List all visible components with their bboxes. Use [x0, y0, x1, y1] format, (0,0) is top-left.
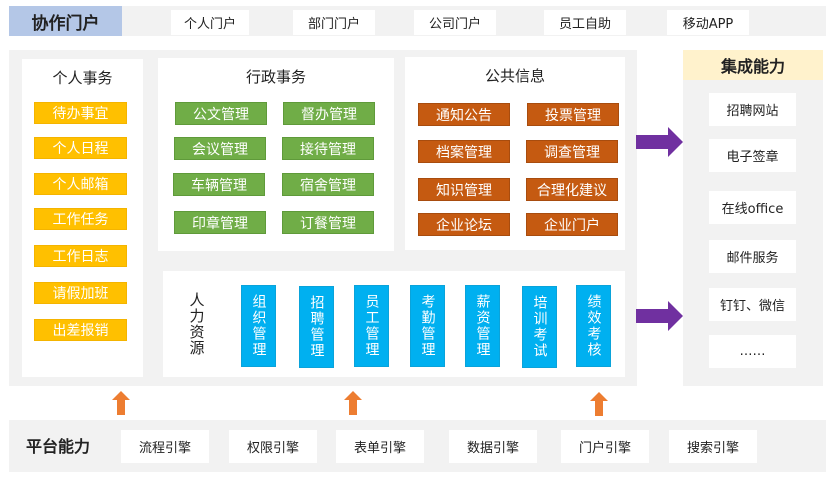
personal-item-travel-expense[interactable]: 出差报销	[34, 319, 127, 341]
admin-item-dormitory[interactable]: 宿舍管理	[282, 173, 374, 196]
hr-item-training-exams[interactable]: 培训考试	[522, 286, 557, 368]
integration-item-e-signature[interactable]: 电子签章	[709, 139, 796, 172]
integration-item-recruiting-site[interactable]: 招聘网站	[709, 93, 796, 126]
integration-item-more[interactable]: ……	[709, 335, 796, 368]
engine-permissions[interactable]: 权限引擎	[229, 430, 317, 463]
public-item-archives[interactable]: 档案管理	[418, 140, 510, 163]
integration-title: 集成能力	[683, 50, 823, 80]
admin-item-seals[interactable]: 印章管理	[174, 211, 266, 234]
integration-item-online-office[interactable]: 在线office	[709, 191, 796, 224]
arrow-right-icon	[636, 127, 684, 157]
hr-item-attendance[interactable]: 考勤管理	[410, 285, 445, 367]
admin-item-catering[interactable]: 订餐管理	[282, 211, 374, 234]
engine-search[interactable]: 搜索引擎	[669, 430, 757, 463]
public-item-notices[interactable]: 通知公告	[418, 103, 510, 126]
tab-department-portal[interactable]: 部门门户	[293, 10, 375, 35]
admin-item-meetings[interactable]: 会议管理	[174, 137, 266, 160]
admin-item-reception[interactable]: 接待管理	[282, 137, 374, 160]
engine-workflow[interactable]: 流程引擎	[121, 430, 209, 463]
personal-item-tasks[interactable]: 工作任务	[34, 208, 127, 230]
tab-mobile-app[interactable]: 移动APP	[667, 10, 749, 35]
hr-item-organization[interactable]: 组织管理	[241, 285, 276, 367]
public-item-enterprise-portal[interactable]: 企业门户	[526, 213, 618, 236]
hr-item-payroll[interactable]: 薪资管理	[465, 285, 500, 367]
admin-item-documents[interactable]: 公文管理	[175, 102, 267, 125]
public-item-voting[interactable]: 投票管理	[527, 103, 619, 126]
admin-affairs-title: 行政事务	[245, 67, 306, 86]
arrow-up-icon	[590, 392, 608, 416]
platform-title: 平台能力	[25, 437, 90, 456]
arrow-up-icon	[344, 391, 362, 415]
admin-item-vehicles[interactable]: 车辆管理	[173, 173, 265, 196]
personal-item-mailbox[interactable]: 个人邮箱	[34, 173, 127, 195]
arrow-up-icon	[112, 391, 130, 415]
hr-title: 人力资源	[187, 292, 206, 356]
engine-forms[interactable]: 表单引擎	[336, 430, 424, 463]
hr-item-recruitment[interactable]: 招聘管理	[299, 286, 334, 368]
tab-employee-self-service[interactable]: 员工自助	[544, 10, 626, 35]
portal-title: 协作门户	[9, 6, 122, 36]
arrow-right-icon	[636, 301, 684, 331]
personal-affairs-title: 个人事务	[52, 68, 113, 87]
public-item-surveys[interactable]: 调查管理	[526, 140, 618, 163]
engine-data[interactable]: 数据引擎	[449, 430, 537, 463]
tab-company-portal[interactable]: 公司门户	[414, 10, 496, 35]
personal-item-leave-overtime[interactable]: 请假加班	[34, 282, 127, 304]
integration-item-mail-service[interactable]: 邮件服务	[709, 240, 796, 273]
public-item-suggestions[interactable]: 合理化建议	[526, 178, 618, 201]
integration-item-dingtalk-wechat[interactable]: 钉钉、微信	[709, 288, 796, 321]
public-item-forum[interactable]: 企业论坛	[418, 213, 510, 236]
public-info-title: 公共信息	[484, 66, 545, 85]
hr-item-employees[interactable]: 员工管理	[354, 285, 389, 367]
public-item-knowledge[interactable]: 知识管理	[418, 178, 510, 201]
personal-item-schedule[interactable]: 个人日程	[34, 137, 127, 159]
personal-item-worklog[interactable]: 工作日志	[34, 245, 127, 267]
admin-item-supervision[interactable]: 督办管理	[283, 102, 375, 125]
engine-portal[interactable]: 门户引擎	[561, 430, 649, 463]
tab-personal-portal[interactable]: 个人门户	[171, 10, 249, 35]
personal-item-todo[interactable]: 待办事宜	[34, 102, 127, 124]
hr-item-performance[interactable]: 绩效考核	[576, 285, 611, 367]
